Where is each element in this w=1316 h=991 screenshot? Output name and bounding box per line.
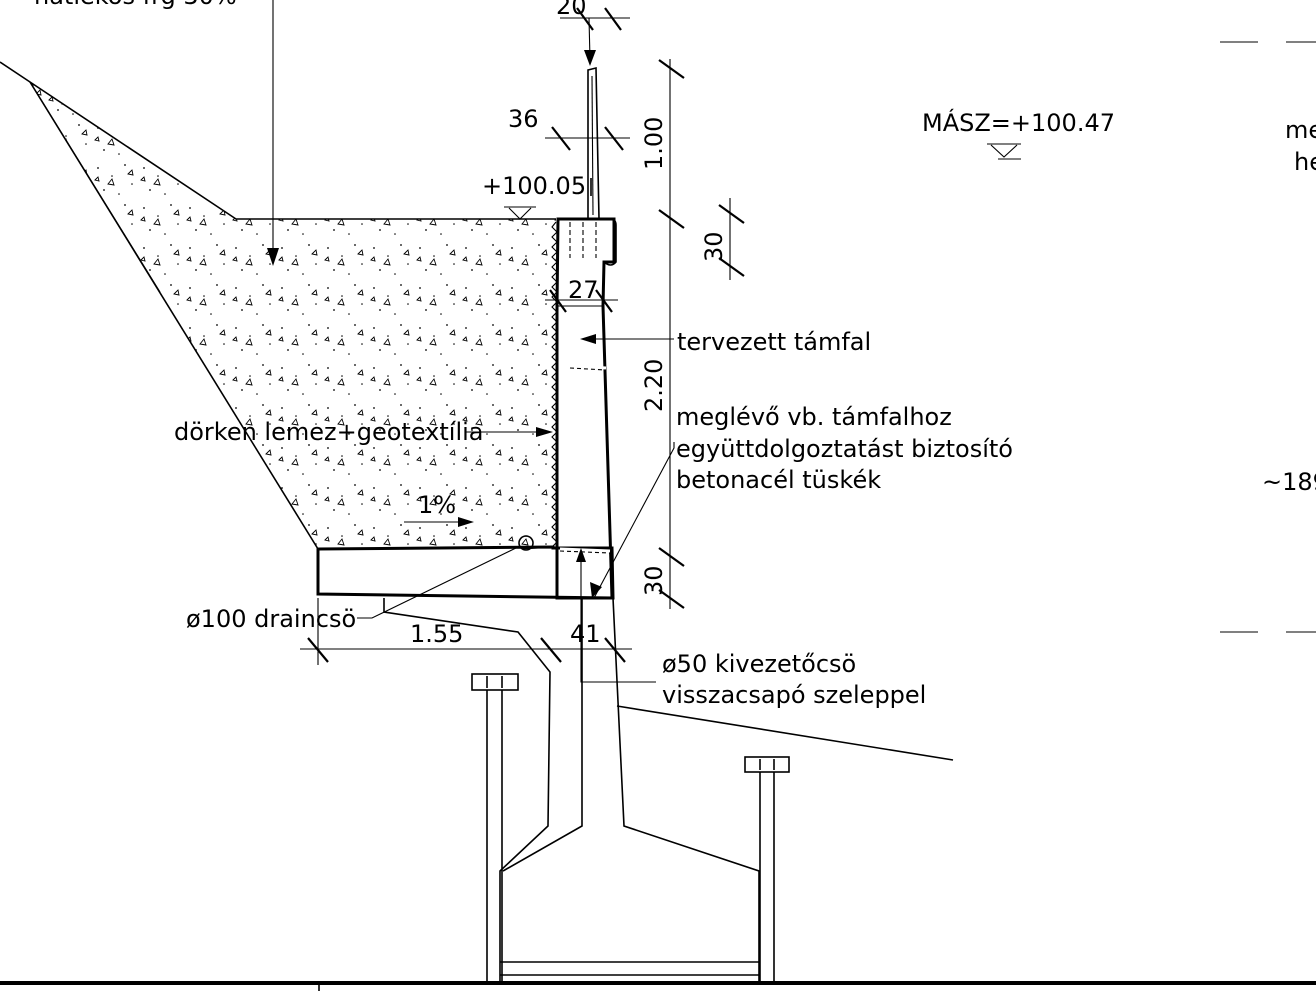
outlet-label-1: ø50 kivezetőcsö xyxy=(662,650,856,678)
drain-pipe-label: ø100 draincsö xyxy=(186,605,356,633)
dim-20: 20 xyxy=(556,0,587,20)
dim-1-55: 1.55 xyxy=(410,620,463,648)
railing-post xyxy=(587,66,600,220)
dim-30-bottom: 30 xyxy=(640,565,668,596)
membrane-label: dörken lemez+geotextília xyxy=(174,418,483,446)
drawing-frame xyxy=(0,41,1316,991)
level-marker-wall xyxy=(504,206,536,220)
dowels-label-3: betonacél tüskék xyxy=(676,466,881,494)
backfill-zone xyxy=(0,61,556,550)
wall-label: tervezett támfal xyxy=(677,328,871,356)
dim-41: 41 xyxy=(570,620,601,648)
dimension-lines xyxy=(300,7,745,665)
dowels-label-2: együttdolgoztatást biztosító xyxy=(676,435,1013,463)
drain-pipe xyxy=(518,535,534,551)
existing-structure xyxy=(383,597,954,981)
dim-2-20: 2.20 xyxy=(640,359,668,412)
dim-30-top: 30 xyxy=(700,231,728,262)
dim-1-00: 1.00 xyxy=(640,117,668,170)
dim-36: 36 xyxy=(508,105,539,133)
leader-lines xyxy=(267,0,675,683)
outlet-label-2: visszacsapó szeleppel xyxy=(662,681,926,709)
right-cut-label-1: me xyxy=(1285,116,1316,144)
slope-label: 1% xyxy=(418,491,456,519)
dim-27: 27 xyxy=(568,276,599,304)
level-marker-masz xyxy=(987,143,1021,160)
top-cut-label: hatlékos frg 30% xyxy=(34,0,237,10)
right-cut-label-2: he xyxy=(1294,148,1316,176)
level-top-label: +100.05 xyxy=(482,172,586,200)
right-cut-label-3: ~189 xyxy=(1262,468,1316,496)
dowels-label-1: meglévő vb. támfalhoz xyxy=(676,403,952,431)
masz-label: MÁSZ=+100.47 xyxy=(922,108,1115,137)
wall-stem xyxy=(555,217,617,600)
drainage-membrane xyxy=(522,221,558,550)
